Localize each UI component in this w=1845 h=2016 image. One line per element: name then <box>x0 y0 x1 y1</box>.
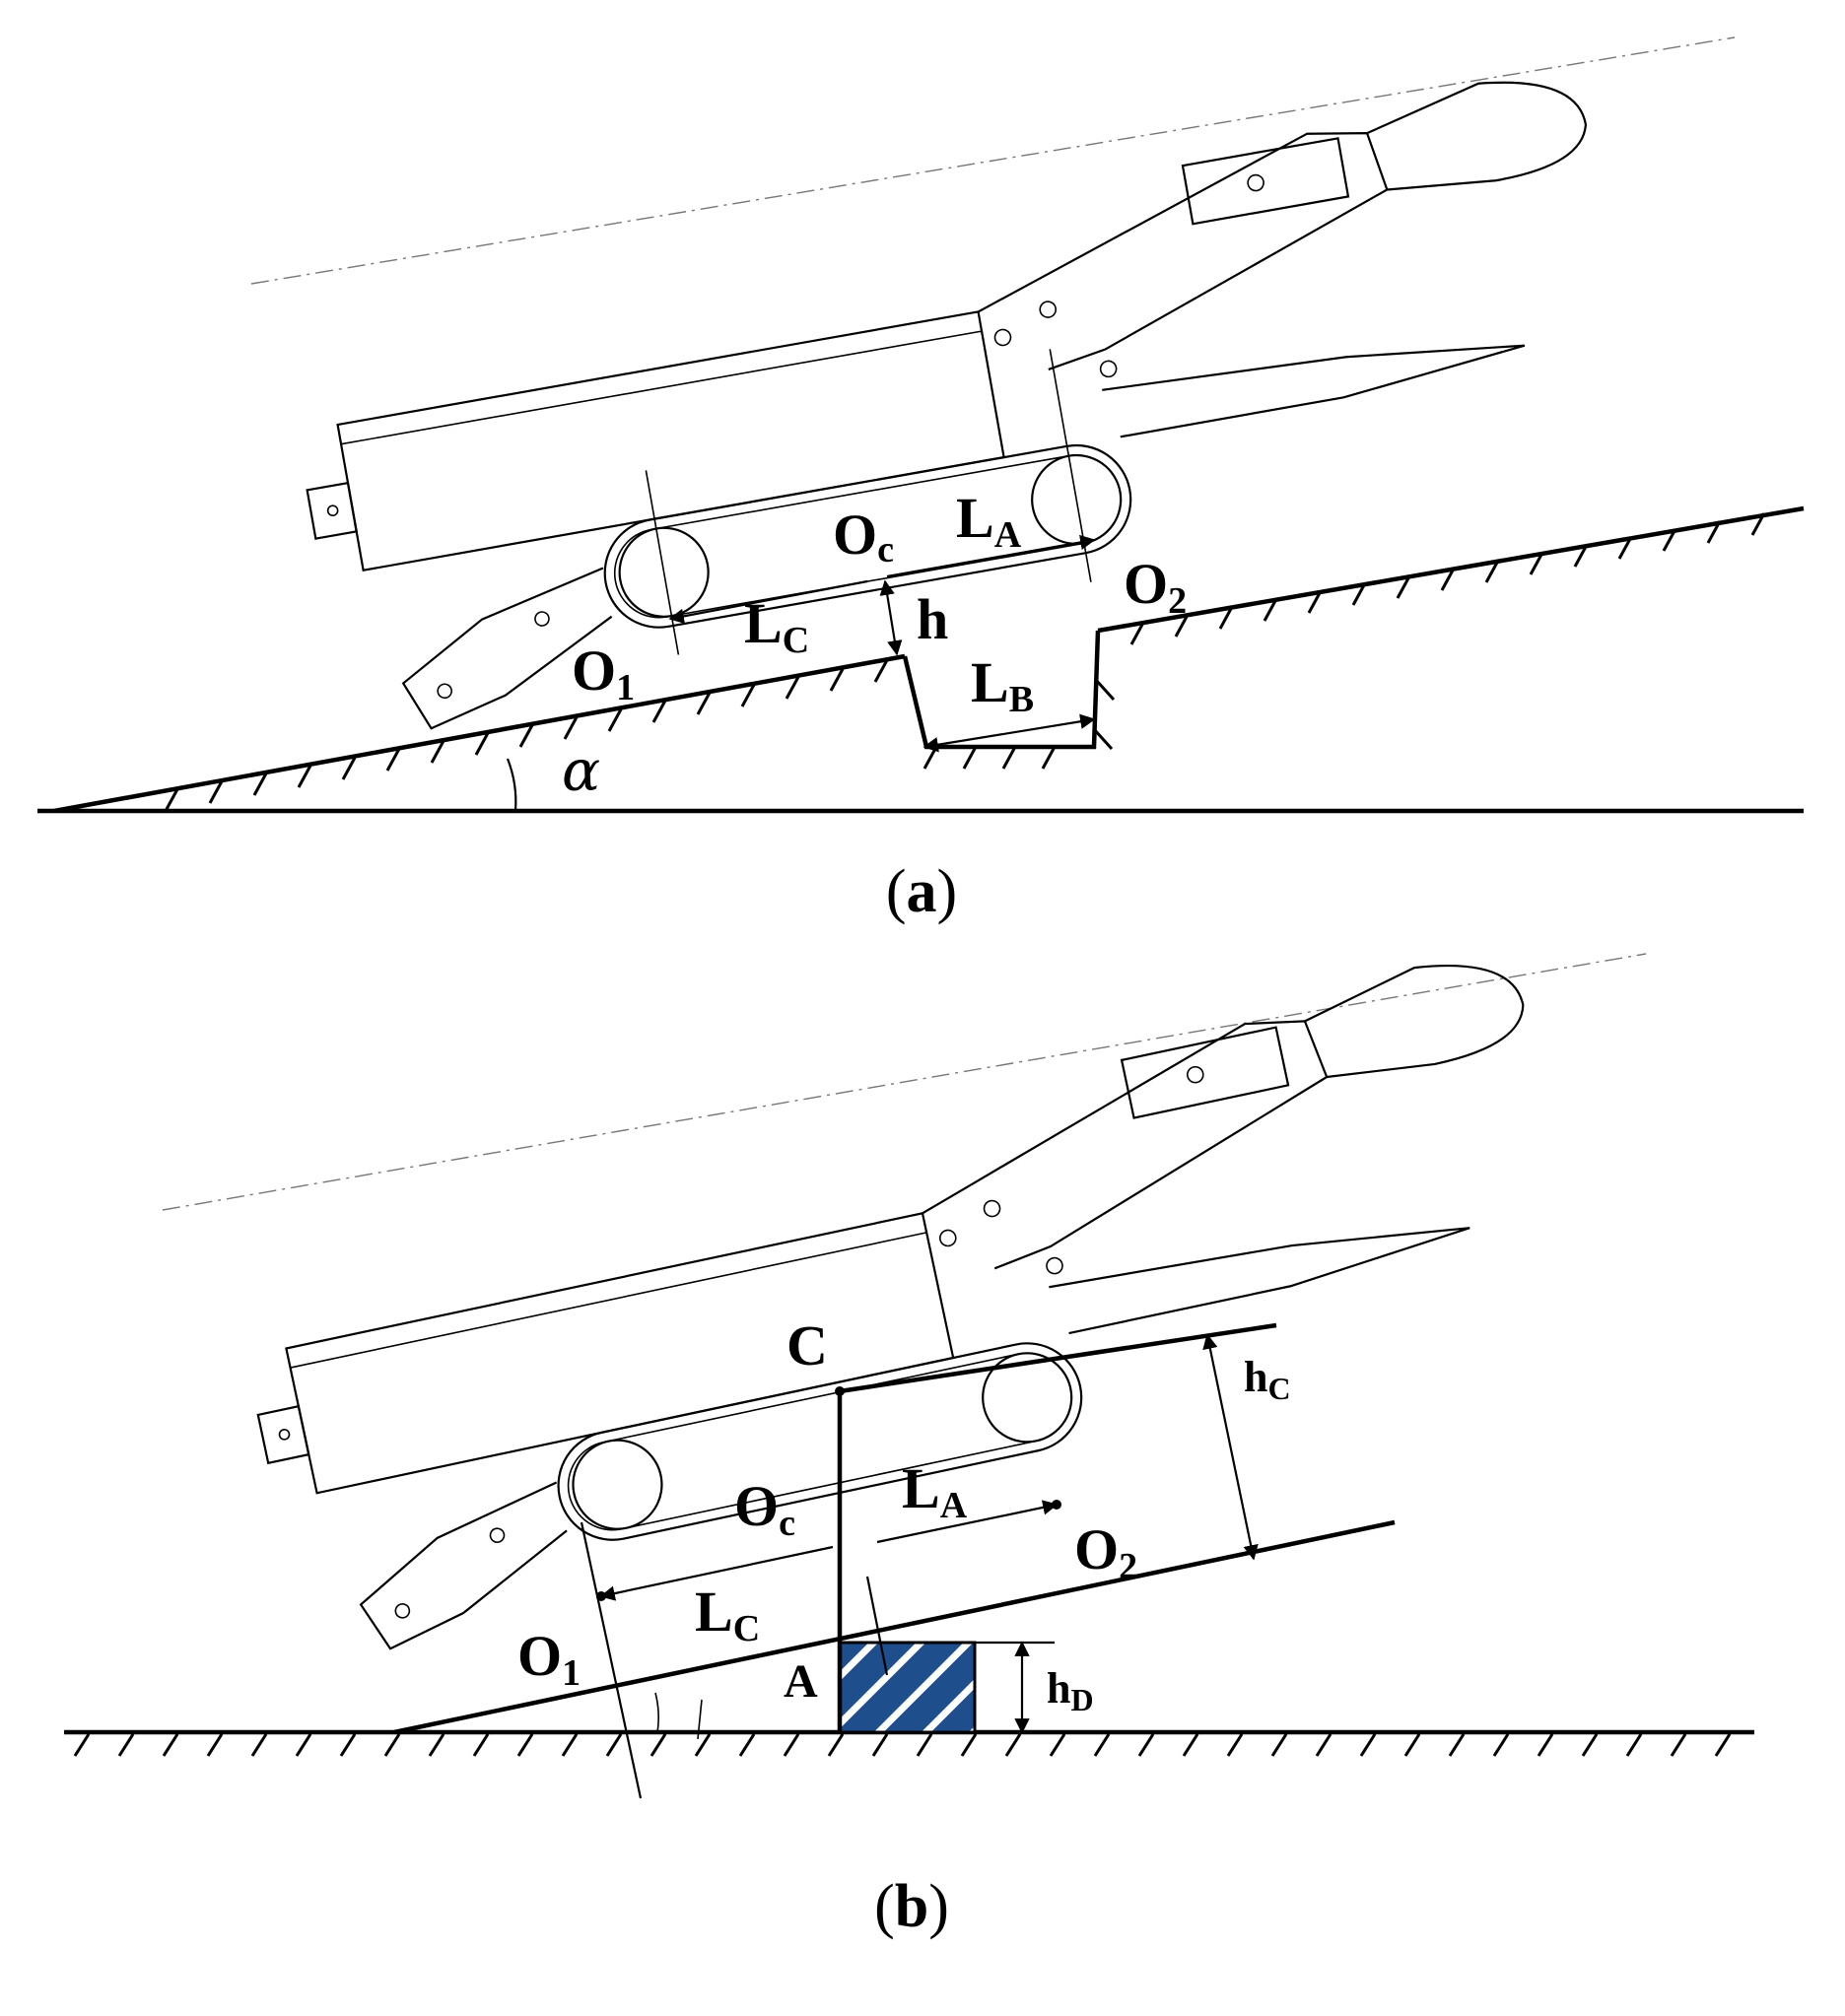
axis-line-o1 <box>580 1521 643 1799</box>
ground-b <box>64 953 1754 1757</box>
svg-text:O1: O1 <box>572 638 635 708</box>
lb-arrow <box>922 713 1096 753</box>
hatching-b <box>73 1733 1732 1757</box>
label-hc-sub: C <box>1267 1371 1290 1406</box>
dimensions-a <box>668 534 1096 753</box>
oc-perpendicular <box>865 1576 889 1676</box>
crawler-track <box>603 443 1132 629</box>
lc-arrow <box>668 579 868 624</box>
label-o2-sub: 2 <box>1168 580 1187 622</box>
panel-b: C hC Oc LA O2 LC O1 A hD (b) <box>64 953 1754 1940</box>
stabilizer <box>1102 344 1526 438</box>
slope-lower <box>53 653 906 814</box>
labels-a: Oc LA O2 LC h O1 LB α <box>562 486 1187 804</box>
label-o1-sub: 1 <box>616 667 635 708</box>
point-o1 <box>596 1591 606 1601</box>
label-lc-b: L <box>695 1579 733 1644</box>
reference-dashline-b <box>162 953 1647 1211</box>
reference-dashline-a <box>250 36 1736 285</box>
svg-text:O2: O2 <box>1074 1517 1137 1587</box>
tilt-arc <box>654 1692 659 1733</box>
machine-body <box>285 1212 955 1495</box>
label-o2-b: O <box>1074 1517 1119 1581</box>
geometry-b <box>393 1322 1396 1799</box>
la-arrow <box>886 534 1096 578</box>
label-la-sub-b: A <box>940 1485 968 1526</box>
alpha-arc <box>506 758 517 812</box>
caption-b: (b) <box>874 1873 949 1940</box>
label-hc: h <box>1244 1353 1267 1401</box>
lc-arrow-b <box>599 1545 834 1601</box>
label-lb-sub: B <box>1009 679 1034 720</box>
label-a: A <box>784 1655 818 1708</box>
cutter-head <box>1366 81 1588 191</box>
obstacle-block <box>838 1641 977 1734</box>
boom-cylinder <box>1181 137 1350 226</box>
label-lc: L <box>744 591 783 655</box>
caption-a: (a) <box>886 858 957 925</box>
label-hd: h <box>1047 1664 1070 1713</box>
svg-text:Oc: Oc <box>734 1474 795 1544</box>
cutter-head <box>1304 964 1525 1079</box>
stabilizer <box>1049 1227 1470 1335</box>
point-o2 <box>1052 1500 1061 1510</box>
cutting-boom <box>978 132 1389 370</box>
svg-text:LA: LA <box>956 486 1022 556</box>
idler-wheel-o1 <box>572 1439 663 1530</box>
slope-upper <box>1097 505 1805 634</box>
svg-text:O2: O2 <box>1124 552 1187 622</box>
la-arrow-b <box>876 1500 1059 1544</box>
shovel-plate <box>401 567 613 730</box>
label-la-sub: A <box>994 514 1022 556</box>
label-o1-sub-b: 1 <box>562 1652 581 1694</box>
panel-a: Oc LA O2 LC h O1 LB α (a) <box>37 36 1805 925</box>
ground-a <box>37 36 1805 814</box>
label-la: L <box>956 486 994 550</box>
upper-parallel-line <box>839 1322 1277 1394</box>
label-oc-sub: c <box>877 529 894 571</box>
label-lc-sub-b: C <box>733 1608 760 1649</box>
labels-b: C hC Oc LA O2 LC O1 A hD <box>517 1313 1291 1717</box>
roadheader-a <box>306 81 1588 730</box>
svg-text:LC: LC <box>695 1579 760 1649</box>
hatching-a <box>164 512 1766 812</box>
svg-text:O1: O1 <box>517 1624 581 1694</box>
svg-text:Oc: Oc <box>833 503 894 571</box>
label-o2-sub-b: 2 <box>1119 1546 1137 1587</box>
label-lb: L <box>971 650 1009 714</box>
label-hd-sub: D <box>1070 1682 1093 1717</box>
label-o2: O <box>1124 552 1168 616</box>
svg-text:LA: LA <box>902 1456 968 1526</box>
roadheader-b <box>256 964 1525 1650</box>
shovel-plate <box>359 1481 568 1650</box>
label-oc-b: O <box>734 1474 779 1538</box>
svg-text:hD: hD <box>1047 1664 1094 1717</box>
boom-cylinder <box>1120 1026 1290 1119</box>
hc-arrow <box>1202 1333 1259 1561</box>
crawler-track <box>557 1342 1083 1541</box>
label-lc-sub: C <box>783 620 809 661</box>
label-c: C <box>786 1313 828 1378</box>
tilt-tick <box>697 1699 703 1740</box>
rear-plate <box>306 481 358 540</box>
label-o1-b: O <box>517 1624 562 1688</box>
machine-body <box>336 310 1005 572</box>
svg-text:LC: LC <box>744 591 809 661</box>
label-h: h <box>917 587 948 651</box>
svg-text:hC: hC <box>1244 1353 1291 1406</box>
h-arrow <box>879 579 903 656</box>
label-oc: O <box>833 503 877 567</box>
label-la-b: L <box>902 1456 940 1520</box>
label-o1: O <box>572 638 616 703</box>
cutting-boom <box>922 1020 1329 1270</box>
label-oc-sub-b: c <box>779 1503 795 1544</box>
svg-text:LB: LB <box>971 650 1034 720</box>
drive-wheel-o2 <box>982 1352 1073 1444</box>
rear-plate <box>256 1404 310 1465</box>
label-alpha: α <box>562 737 600 804</box>
